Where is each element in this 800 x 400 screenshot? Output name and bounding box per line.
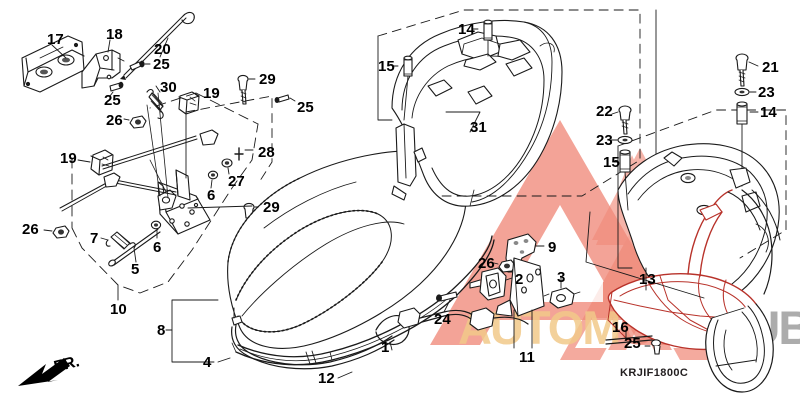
callout-13: 13 (639, 271, 656, 288)
callout-19-a: 19 (203, 85, 220, 102)
part-21-bolt (735, 53, 759, 87)
callout-30: 30 (160, 79, 177, 96)
part-22-bolt (611, 105, 632, 135)
callout-17: 17 (47, 31, 64, 48)
callout-16: 16 (612, 319, 629, 336)
leader-30 (155, 85, 161, 93)
part-8-seat (227, 150, 495, 366)
callout-12: 12 (318, 370, 335, 387)
part-29-bolt-a (237, 74, 256, 105)
callout-4: 4 (203, 354, 212, 371)
part-23-washer-b (610, 135, 633, 145)
callout-6-a: 6 (207, 187, 216, 204)
callout-18: 18 (106, 26, 123, 43)
part-1-cable (375, 307, 529, 351)
part-25-screw-b (109, 81, 124, 97)
callout-5: 5 (131, 261, 140, 278)
part-16-stay (605, 329, 653, 345)
part-6-nut-a (207, 170, 219, 189)
part-31-rear-cowl (391, 20, 563, 207)
leader-17 (51, 44, 67, 59)
part-17-cover (21, 35, 85, 93)
callout-29-a: 29 (259, 71, 276, 88)
callout-22: 22 (596, 103, 613, 120)
part-12-cable-end (231, 307, 395, 379)
callout-26-c: 26 (478, 255, 495, 272)
callout-6-b: 6 (153, 239, 162, 256)
callout-31: 31 (470, 119, 487, 136)
part-25-screw-d (644, 339, 661, 355)
part-19-grommet-a (178, 91, 200, 115)
callout-25-a: 25 (153, 56, 170, 73)
part-25-screw-a (129, 60, 151, 71)
callout-10: 10 (110, 301, 127, 318)
callout-7: 7 (90, 230, 99, 247)
bracket-8-4 (171, 299, 219, 363)
part-3-knob (543, 277, 581, 309)
leader-18 (107, 39, 111, 53)
callout-3: 3 (557, 269, 566, 286)
callout-15-a: 15 (378, 58, 395, 75)
leader-20 (159, 37, 169, 58)
group-box-31 (377, 9, 641, 197)
group-box-right (617, 109, 787, 259)
callout-14-b: 14 (760, 104, 777, 121)
part-27-collar (221, 158, 233, 175)
part-26-nut-a (123, 115, 147, 129)
part-18-bracket (81, 49, 125, 89)
part-11-striker (495, 257, 545, 349)
part-26-nut-b (43, 225, 70, 239)
callout-21: 21 (762, 59, 779, 76)
part-19-grommet-b (90, 149, 114, 176)
fr-arrow (18, 358, 70, 386)
part-15-collar-a (392, 55, 413, 121)
part-26-nut-c (493, 259, 516, 273)
callout-27: 27 (228, 173, 245, 190)
callout-9: 9 (548, 239, 557, 256)
part-23-washer-a (734, 87, 757, 97)
callout-25-b: 25 (104, 92, 121, 109)
callout-1: 1 (381, 339, 390, 356)
part-14-collar-a (471, 19, 493, 57)
part-carrier-upper (617, 143, 780, 308)
callout-19-b: 19 (60, 150, 77, 167)
part-14-collar-b (736, 101, 759, 169)
callout-25-d: 25 (624, 335, 641, 352)
part-2-latch (469, 267, 513, 301)
callout-24: 24 (434, 311, 451, 328)
part-28-washer (234, 147, 254, 161)
diagram-part-number: KRJIF1800C (620, 367, 689, 379)
callout-23-b: 23 (596, 132, 613, 149)
callout-26-b: 26 (22, 221, 39, 238)
callout-29-b: 29 (263, 199, 280, 216)
part-10-bracket-assembly (59, 92, 259, 301)
callout-28: 28 (258, 144, 275, 161)
callout-20: 20 (154, 41, 171, 58)
callout-14-a: 14 (458, 21, 475, 38)
part-5-shaft (108, 228, 161, 267)
part-15-collar-b (613, 149, 631, 211)
callout-8: 8 (157, 322, 166, 339)
group-box-upper (185, 95, 273, 185)
part-25-screw-c (274, 94, 296, 103)
callout-2: 2 (515, 271, 524, 288)
callout-25-c: 25 (297, 99, 314, 116)
callout-26-a: 26 (106, 112, 123, 129)
callout-11: 11 (519, 349, 535, 366)
part-24-screw (436, 291, 458, 313)
part-7-spring (100, 231, 136, 250)
part-13-carrier-frame-dark (705, 189, 781, 393)
callout-23-a: 23 (758, 84, 775, 101)
callout-15-b: 15 (603, 154, 620, 171)
